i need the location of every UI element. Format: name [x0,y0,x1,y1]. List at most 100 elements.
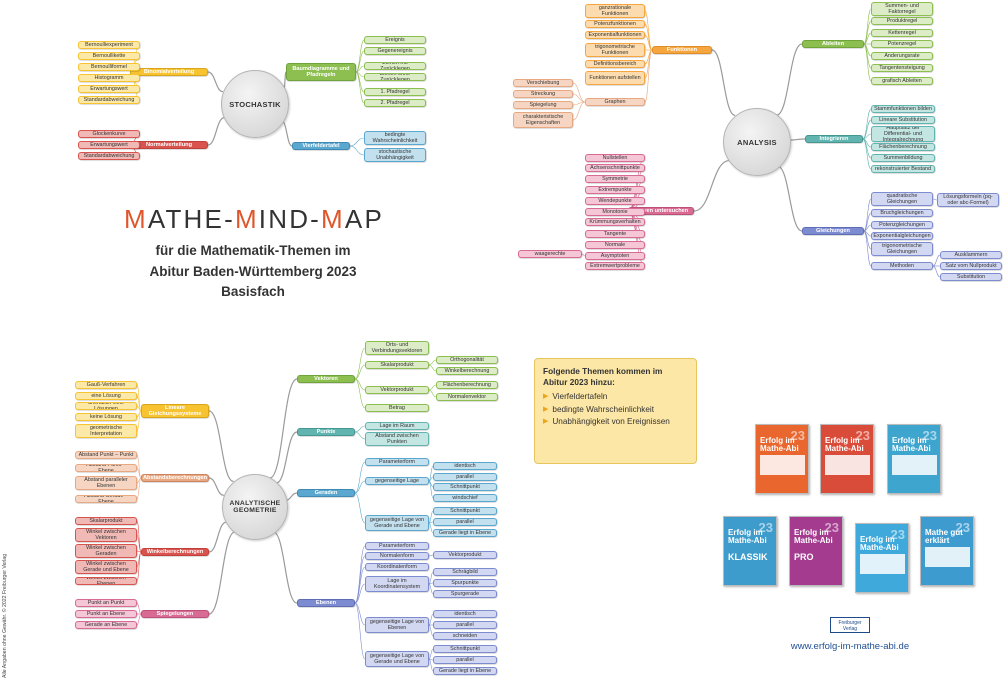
topic-node-g-wg: Winkel zwischen Geraden [75,544,137,558]
topic-node-s-ziehohne: Ziehen ohne Zurücklegen [364,73,426,81]
topic-node-s-ziehmit: Ziehen mit Zurücklegen [364,62,426,70]
topic-node-a-normale: Normale [585,241,645,249]
topic-node-a-ganzrat: ganzrationale Funktionen [585,4,645,18]
title-part-athe: ATHE- [148,204,235,234]
topic-node-a-haupt: Hauptsatz der Differential- und Integral… [871,126,935,142]
book-title: Erfolg im Mathe-Abi [728,529,776,545]
book-cover-panel [892,455,937,475]
new-topic-label: Unabhängigkeit von Ereignissen [552,417,669,428]
book-edition: KLASSIK [728,552,768,562]
topic-node-a-nullprod: Satz vom Nullprodukt [940,262,1002,270]
connector-line [355,462,365,493]
topic-node-a-subst: Substitution [940,273,1002,281]
page-title: MATHE-MIND-MAP [124,204,384,235]
topic-node-a-trigogl: trigonometrische Gleichungen [871,242,933,256]
branch-node-a-integ: Integrieren [805,135,863,143]
topic-node-g-param2: Parameterform [365,542,429,550]
branch-node-a-ableiten: Ableiten [802,40,864,48]
website-link[interactable]: www.erfolg-im-mathe-abi.de [760,641,940,652]
topic-node-g-gegl2: gegenseitige Lage von Gerade und Ebene [365,515,429,531]
book-cover-panel [925,547,970,567]
topic-node-g-ortsv: Orts- und Verbindungsvektoren [365,341,429,355]
connector-line [355,348,365,379]
topic-node-a-aufstellen: Funktionen aufstellen [585,71,645,85]
topic-node-g-spurg: Spurgerade [433,590,497,598]
connector-line [350,138,364,146]
topic-node-a-bruch: Bruchgleichungen [871,209,933,217]
topic-node-g-geointer: geometrische Interpretation [75,424,137,438]
topic-node-g-pp: Punkt an Punkt [75,599,137,607]
topic-node-g-parallel2: parallel [433,518,497,526]
topic-node-s-histo: Histogramm [78,74,140,82]
topic-node-a-trigo: trigonometrische Funktionen [585,43,645,57]
branch-node-g-ebenen: Ebenen [297,599,355,607]
topic-node-a-tang: Tangentensteigung [871,64,933,72]
topic-node-g-unendl: unendlich viele Lösungen [75,402,137,410]
branch-node-s-binom: Binomialverteilung [130,68,208,76]
topic-node-a-kruemm: Krümmungsverhalten [585,218,645,226]
topic-node-s-std2: Standardabweichung [78,152,140,160]
topic-node-g-eine: eine Lösung [75,392,137,400]
topic-node-s-bernkette: Bernoullikette [78,52,140,60]
connector-line [270,379,297,478]
topic-node-a-summenb: Summenbildung [871,154,935,162]
connector-line [789,139,805,140]
copyright-note: Alle Angaben ohne Gewähr. © 2022 Freibur… [2,554,8,678]
topic-node-s-bernexp: Bernoulliexperiment [78,41,140,49]
topic-node-g-ident2: identisch [433,610,497,618]
branch-node-g-punkte: Punkte [297,428,355,436]
topic-node-g-spur: Spurpunkte [433,579,497,587]
connector-line [355,603,365,659]
title-letter-m3: M [321,204,345,234]
branch-node-s-baum: Baumdiagramme und Pfadregeln [286,63,356,81]
topic-node-g-skal: Skalarprodukt [75,517,137,525]
new-topic-item: ▶Vierfeldertafeln [543,392,688,403]
subtitle-line-2: Abitur Baden-Württemberg 2023 [118,264,388,279]
topic-node-g-parallel: parallel [433,473,497,481]
topic-node-g-abstpkt: Abstand zwischen Punkten [365,432,429,446]
connector-line [355,432,365,439]
new-topics-heading: Folgende Themen kommen im Abitur 2023 hi… [543,366,688,388]
topic-node-s-erw: Erwartungswert [78,85,140,93]
topic-node-g-gegl3: gegenseitige Lage von Gerade und Ebene [365,651,429,667]
center-node-stochastik: STOCHASTIK [221,70,289,138]
topic-node-a-meth: Methoden [871,262,933,270]
new-topics-box: Folgende Themen kommen im Abitur 2023 hi… [534,358,697,464]
book-title: Erfolg im Mathe-Abi [892,437,940,453]
connector-line [355,426,365,432]
subtitle-line-1: für die Mathematik-Themen im [118,243,388,258]
topic-node-s-pfad2: 2. Pfadregel [364,99,426,107]
topic-node-g-flaechb: Flächenberechnung [436,381,498,389]
center-node-analysis: ANALYSIS [723,108,791,176]
connector-line [573,83,585,102]
topic-node-a-stamm: Stammfunktionen bilden [871,105,935,113]
connector-line [282,121,292,146]
connector-line [209,522,226,552]
topic-node-g-apar: Abstand paralleler Ebenen [75,476,137,490]
connector-line [355,379,365,408]
topic-node-g-vektp: Vektorprodukt [365,386,429,394]
connector-line [645,11,652,50]
connector-line [694,161,729,211]
connector-line [429,365,436,371]
topic-node-g-gegle: gegenseitige Lage von Ebenen [365,617,429,633]
topic-node-g-windsch: windschief [433,494,497,502]
connector-line [429,390,436,397]
book-title: Mathe gut erklärt [925,529,973,545]
topic-node-g-ge: Gerade an Ebene [75,621,137,629]
branch-node-a-funktionen: Funktionen [652,46,712,54]
topic-node-g-schnitt2: Schnittpunkt [433,507,497,515]
topic-node-a-versch: Verschiebung [513,79,573,87]
topic-node-g-skalp: Skalarprodukt [365,361,429,369]
arrow-right-icon: ▶ [543,392,548,403]
connector-line [933,266,940,277]
topic-node-g-betrag: Betrag [365,404,429,412]
